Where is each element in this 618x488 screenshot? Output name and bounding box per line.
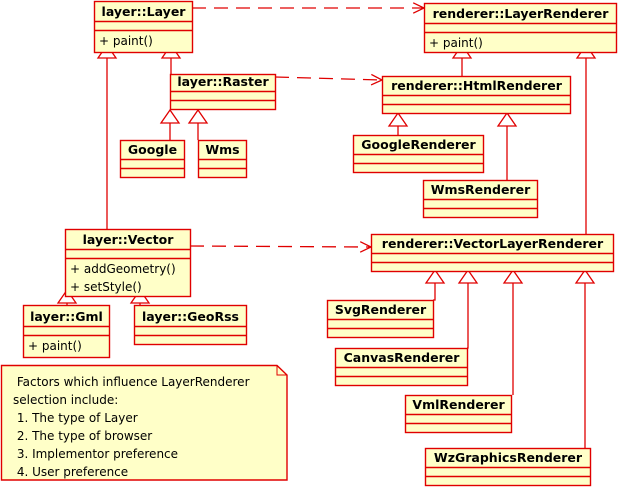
class-layer-raster[interactable]: layer::Raster (169, 73, 277, 111)
note-box (0, 364, 288, 481)
class-name: layer::GeoRss (142, 309, 239, 324)
generalization-arrowhead-icon (424, 268, 446, 284)
class-name: SvgRenderer (335, 302, 427, 317)
class-name: Google (128, 142, 177, 157)
connector-line (433, 283, 436, 301)
note-line: 1. The type of Layer (13, 411, 138, 425)
classes-layer: layer::Layer+ paint()renderer::LayerRend… (22, 0, 618, 487)
note-line: Factors which influence LayerRenderer (13, 375, 250, 389)
note-line: 3. Implementor preference (13, 447, 178, 461)
note-line: selection include: (13, 393, 118, 407)
class-name: CanvasRenderer (344, 350, 461, 365)
class-name: layer::Raster (177, 74, 269, 89)
dependency-line (189, 245, 372, 248)
class-wzgraphicsrenderer[interactable]: WzGraphicsRenderer (424, 447, 592, 487)
generalization-google-to-layer_raster (159, 108, 181, 140)
generalization-arrowhead-icon (457, 268, 479, 284)
class-layer-vector[interactable]: layer::Vector+ addGeometry()+ setStyle() (64, 228, 192, 298)
class-google[interactable]: Google (119, 139, 186, 179)
connector-line (467, 283, 469, 349)
generalization-googlerenderer-to-renderer_htmlrenderer (387, 111, 409, 135)
class-wmsrenderer[interactable]: WmsRenderer (422, 179, 539, 219)
generalization-layer_vector-to-layer_layer (96, 43, 118, 229)
class-name: renderer::LayerRenderer (433, 6, 610, 21)
generalization-wzgraphicsrenderer-to-renderer_vectorlayerrenderer (574, 268, 596, 448)
note-fold-icon (276, 365, 287, 376)
generalization-canvasrenderer-to-renderer_vectorlayerrenderer (457, 268, 479, 349)
class-box (423, 2, 618, 54)
class-name: VmlRenderer (412, 397, 505, 412)
class-box (22, 304, 111, 359)
class-googlerenderer[interactable]: GoogleRenderer (352, 134, 485, 174)
generalization-arrowhead-icon (159, 108, 181, 124)
generalization-vmlrenderer-to-renderer_vectorlayerrenderer (502, 268, 524, 395)
class-operation: + setStyle() (70, 280, 142, 294)
generalization-arrowhead-icon (387, 111, 409, 127)
class-name: WzGraphicsRenderer (434, 450, 583, 465)
class-canvasrenderer[interactable]: CanvasRenderer (334, 347, 469, 387)
class-svgrenderer[interactable]: SvgRenderer (326, 299, 435, 339)
generalization-arrowhead-icon (187, 108, 209, 124)
dependency-layer_raster-to-renderer_htmlrenderer (274, 73, 384, 86)
class-name: layer::Gml (30, 309, 103, 324)
class-name: renderer::VectorLayerRenderer (382, 236, 604, 251)
class-operation: + paint() (99, 34, 153, 48)
class-operation: + addGeometry() (70, 262, 176, 276)
class-name: layer::Layer (102, 4, 187, 19)
generalization-arrowhead-icon (574, 268, 596, 284)
generalization-arrowhead-icon (496, 111, 518, 127)
class-renderer-htmlrenderer[interactable]: renderer::HtmlRenderer (381, 75, 572, 115)
class-vmlrenderer[interactable]: VmlRenderer (404, 394, 513, 434)
class-name: layer::Vector (83, 232, 175, 247)
class-layer-gml[interactable]: layer::Gml+ paint() (22, 304, 111, 359)
generalization-renderer_vectorlayerrenderer-to-renderer_layerrenderer (575, 43, 597, 234)
generalization-wmsrenderer-to-renderer_htmlrenderer (496, 111, 518, 180)
class-name: renderer::HtmlRenderer (391, 78, 563, 93)
generalization-wms-to-layer_raster (187, 108, 209, 140)
class-wms[interactable]: Wms (197, 139, 248, 179)
class-box (64, 228, 192, 298)
generalization-svgrenderer-to-renderer_vectorlayerrenderer (424, 268, 446, 301)
note-line: 2. The type of browser (13, 429, 152, 443)
dependency-layer_layer-to-renderer_layerrenderer (192, 2, 426, 14)
generalization-arrowhead-icon (502, 268, 524, 284)
class-name: GoogleRenderer (361, 137, 476, 152)
class-name: Wms (205, 142, 239, 157)
class-box (133, 304, 248, 346)
class-operation: + paint() (28, 339, 82, 353)
class-renderer-vectorlayerrenderer[interactable]: renderer::VectorLayerRenderer (370, 233, 615, 273)
class-operation: + paint() (429, 36, 483, 50)
note-line: 4. User preference (13, 465, 128, 479)
class-box (93, 0, 194, 54)
class-name: WmsRenderer (431, 182, 531, 197)
class-layer-layer[interactable]: layer::Layer+ paint() (93, 0, 194, 54)
class-renderer-layerrenderer[interactable]: renderer::LayerRenderer+ paint() (423, 2, 618, 54)
class-layer-georss[interactable]: layer::GeoRss (133, 304, 248, 346)
dependency-layer_vector-to-renderer_vectorlayerrenderer (189, 241, 373, 253)
note: Factors which influence LayerRenderer sel… (0, 364, 288, 481)
dependency-line (274, 76, 383, 81)
